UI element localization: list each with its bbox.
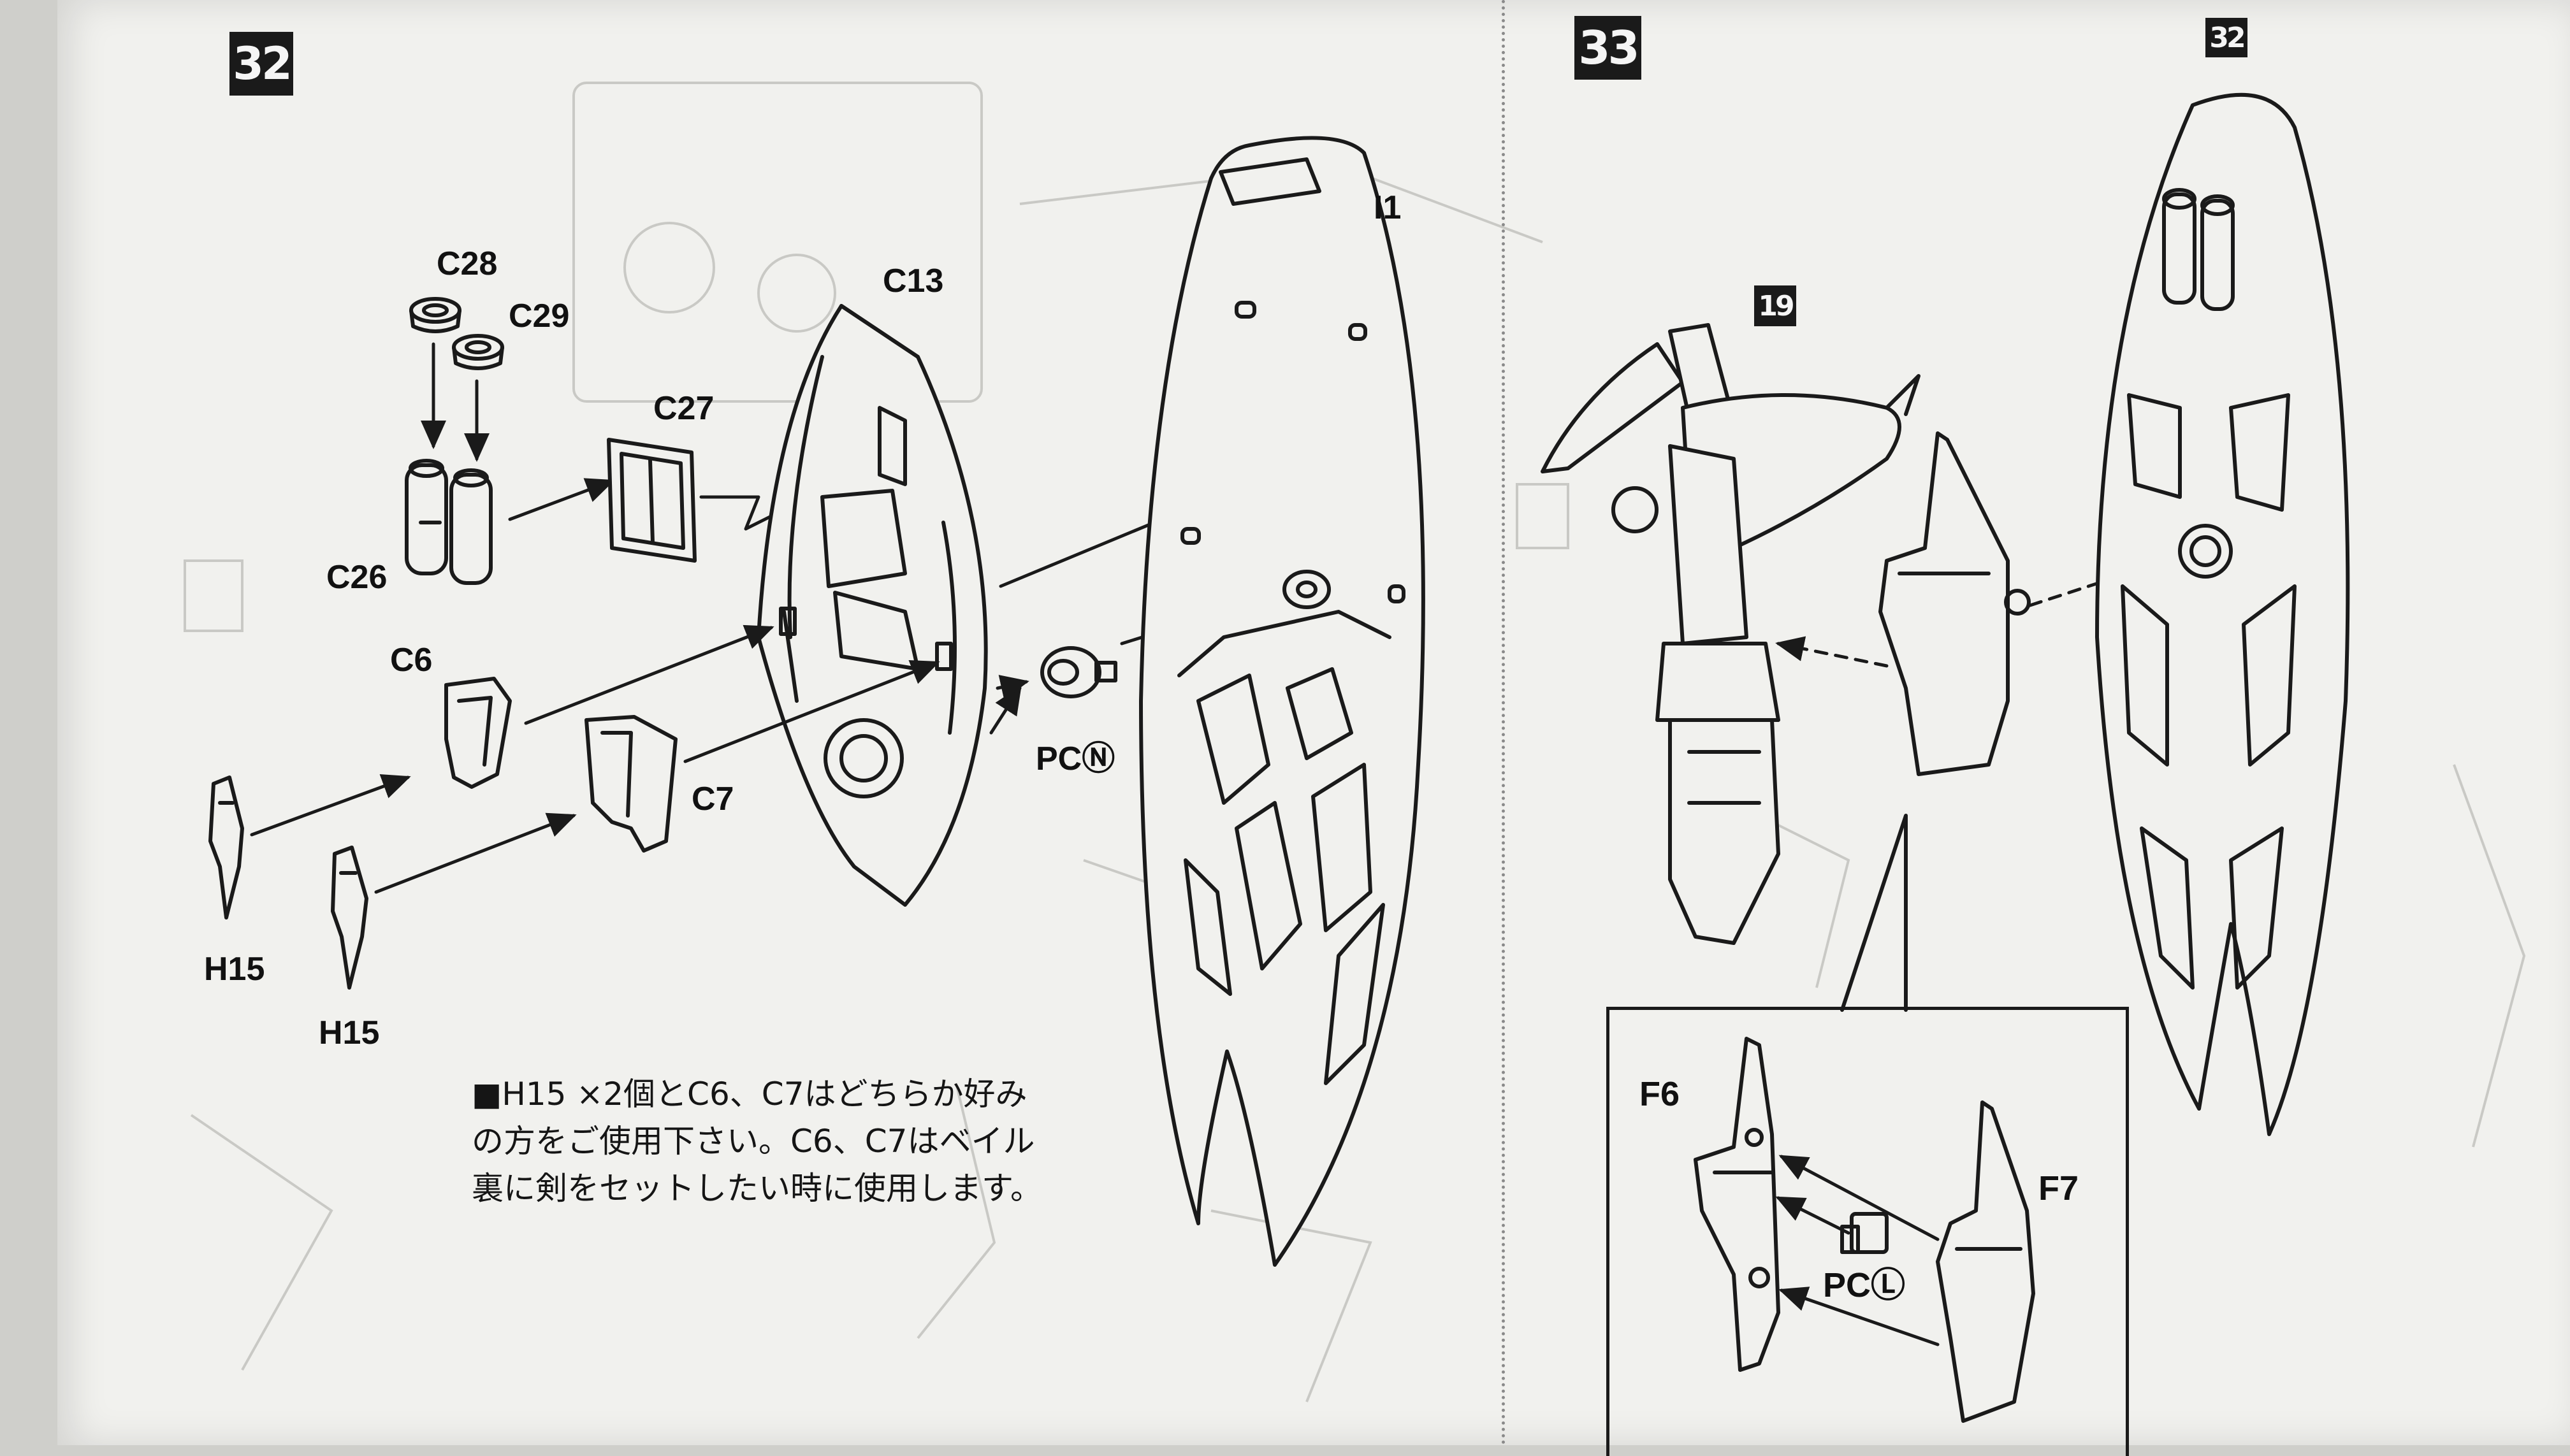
shield-mount-part	[1878, 431, 2031, 776]
part-c27-frame	[607, 438, 697, 563]
mecha-arm-unit	[1541, 323, 1920, 945]
part-f7	[1936, 1100, 2035, 1423]
label-pc-n: PCⓃ	[1036, 740, 1115, 777]
step-number-32: 32	[229, 32, 293, 96]
label-h15-a: H15	[204, 951, 265, 988]
part-c28-cap	[409, 297, 461, 333]
part-c29-cap	[452, 334, 504, 370]
part-c13-shield-inner	[757, 304, 988, 907]
instruction-note: ■H15 ×2個とC6、C7はどちらか好み の方をご使用下さい。C6、C7はベイ…	[472, 1070, 1109, 1212]
label-h15-b: H15	[319, 1014, 380, 1051]
label-c26: C26	[326, 559, 388, 596]
label-c29: C29	[509, 298, 570, 335]
label-c13: C13	[883, 263, 944, 299]
reference-step-32: 32	[2205, 18, 2247, 57]
label-c7: C7	[692, 781, 734, 818]
part-c7-clip	[584, 715, 678, 853]
label-f7: F7	[2038, 1169, 2079, 1207]
part-i1-shield	[1139, 136, 1425, 1267]
label-f6: F6	[1639, 1075, 1680, 1113]
note-line-2: の方をご使用下さい。C6、C7はベイル	[472, 1123, 1035, 1160]
label-pc-l: PCⓁ	[1823, 1266, 1906, 1304]
reference-shield-assembly	[2095, 92, 2350, 1136]
note-line-1: ■H15 ×2個とC6、C7はどちらか好み	[472, 1076, 1027, 1113]
step-number-33: 33	[1574, 16, 1641, 80]
part-pc-l-joint	[1840, 1212, 1889, 1254]
part-pc-n-joint	[1040, 646, 1117, 698]
part-f6	[1694, 1037, 1780, 1372]
part-h15-sword-a	[208, 775, 244, 919]
part-h15-sword-b	[331, 846, 368, 990]
label-c28: C28	[437, 245, 498, 282]
detail-callout-box	[1606, 1007, 2129, 1456]
label-c27: C27	[653, 390, 715, 427]
page-fold-divider	[1502, 0, 1505, 1445]
part-c6-clip	[444, 677, 512, 789]
part-c26-thrusters	[405, 459, 493, 585]
reference-step-19: 19	[1754, 285, 1796, 326]
label-c6: C6	[390, 642, 433, 679]
label-i1: I1	[1374, 189, 1402, 226]
note-line-3: 裏に剣をセットしたい時に使用します。	[472, 1170, 1042, 1207]
